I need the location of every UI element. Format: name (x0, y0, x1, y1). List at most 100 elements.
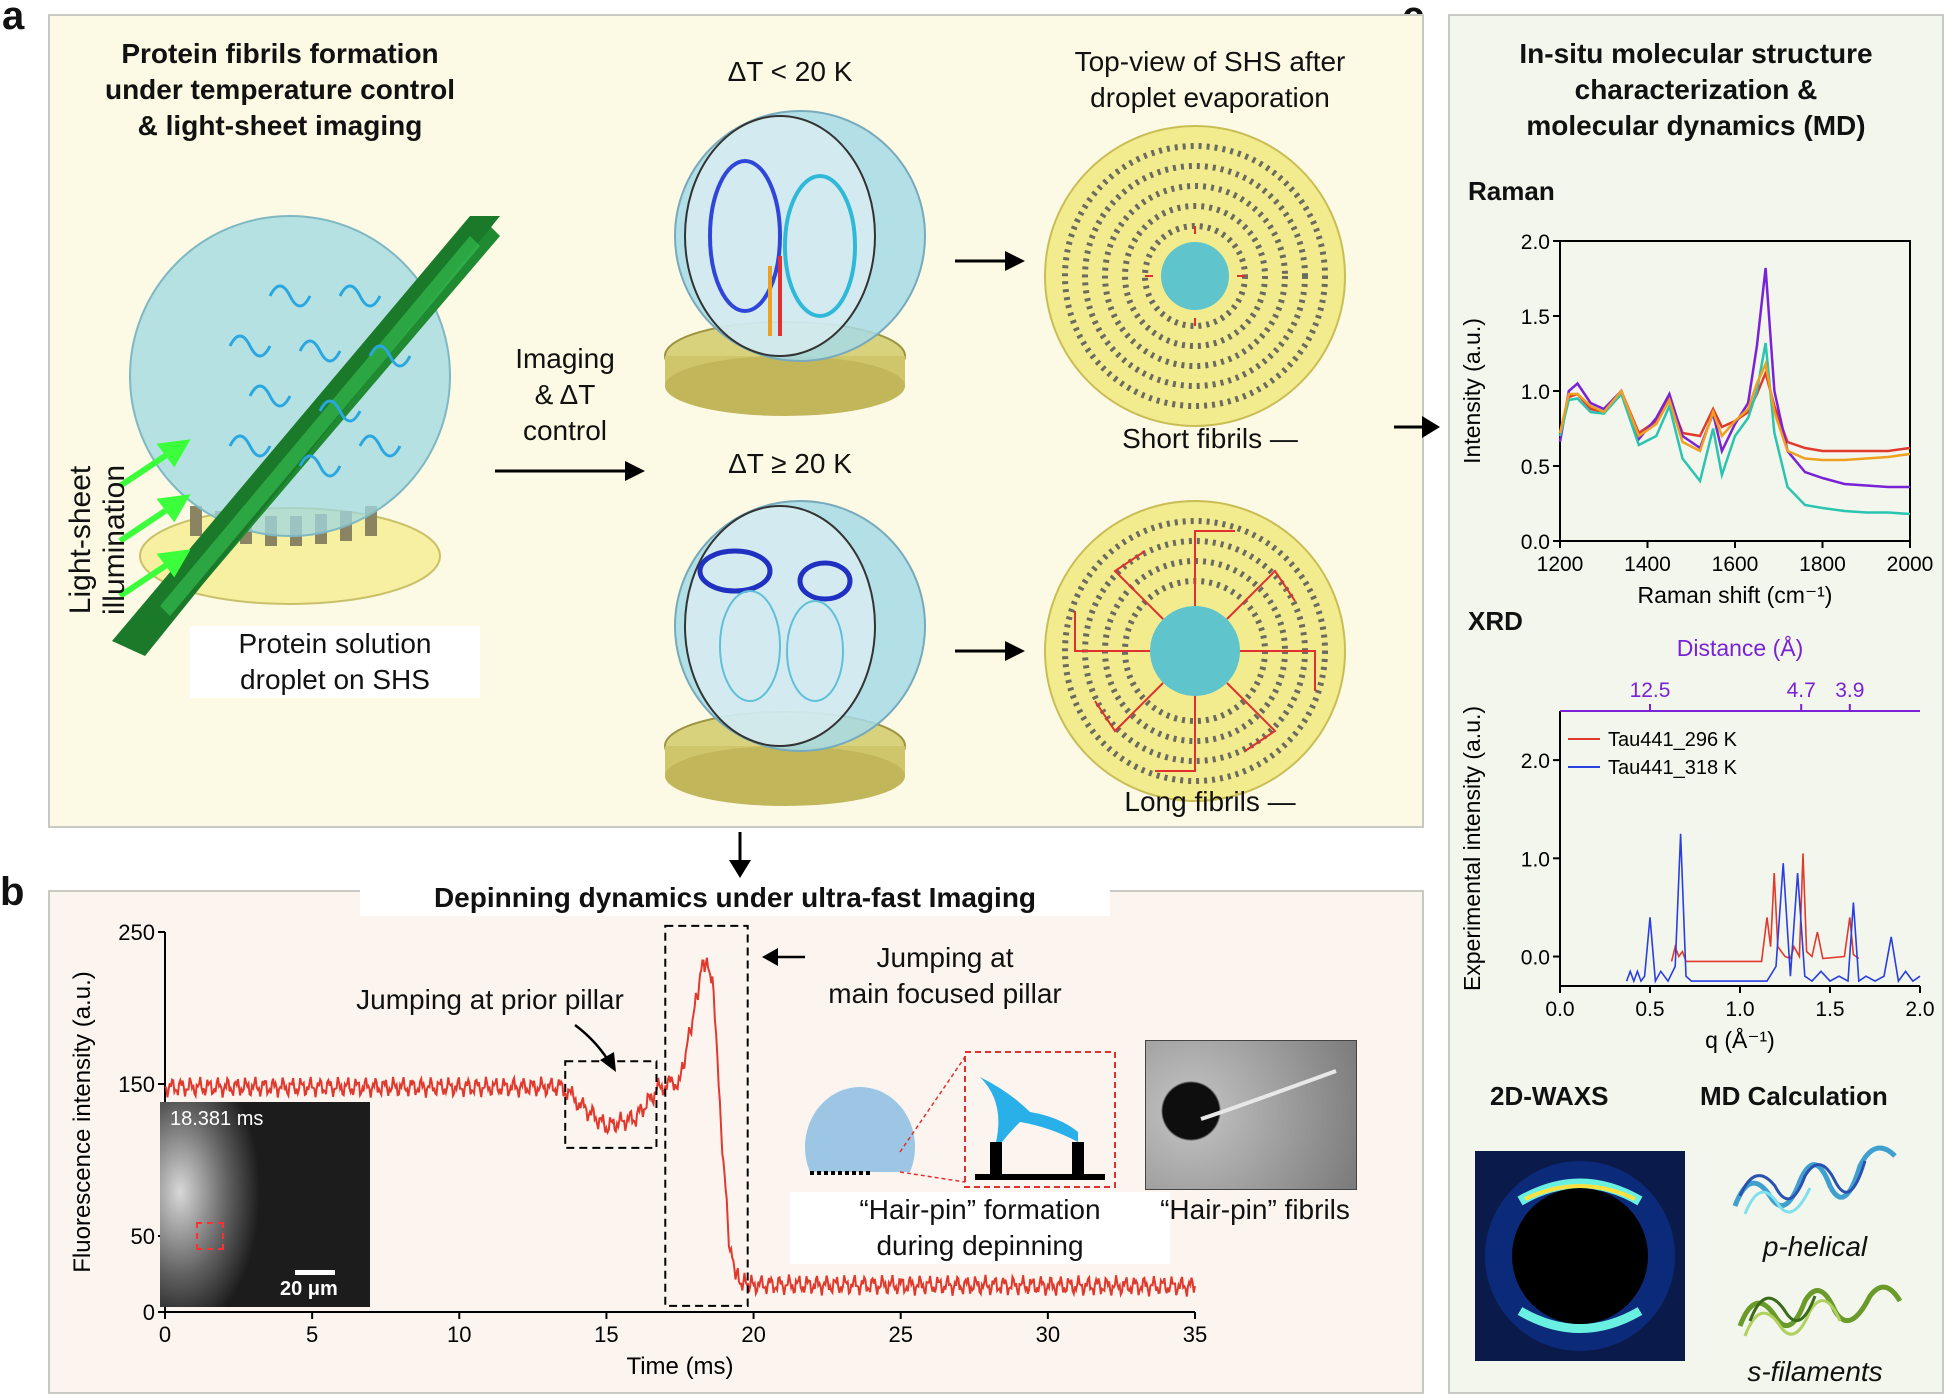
y-tick-label: 1.0 (1521, 848, 1550, 871)
x-tick-label: 10 (447, 1322, 471, 1347)
fluorescence-trace (164, 957, 1196, 1299)
y-tick-label: 1.0 (1521, 381, 1550, 404)
raman-series-3 (1558, 342, 1911, 516)
topview-long-fibrils (1044, 500, 1346, 802)
x-tick-label: 2.0 (1905, 998, 1934, 1021)
jump-main-arrow (762, 948, 805, 966)
top-tick-label: 3.9 (1835, 679, 1864, 702)
main-pillar-box (664, 924, 749, 1307)
panel-a: Protein fibrils formation under temperat… (48, 14, 1424, 828)
inset-micrograph: 18.381 ms 20 μm (160, 1102, 370, 1307)
s-filaments-label: s-filaments (1747, 1356, 1883, 1387)
panel-letter-a: a (2, 0, 25, 38)
raman-heading: Raman (1468, 176, 1555, 206)
y-tick-label: 0.0 (1521, 531, 1550, 554)
y-tick-label: 0.0 (1521, 947, 1550, 970)
x-tick-label: 1200 (1537, 553, 1584, 576)
x-axis-label: q (Å⁻¹) (1705, 1026, 1775, 1053)
p-helical-structure (1732, 1145, 1897, 1215)
x-tick-label: 1.5 (1815, 998, 1844, 1021)
x-tick-label: 5 (306, 1322, 318, 1347)
topview-short-fibrils (1044, 125, 1346, 427)
hairpin-fibrils-label: “Hair-pin” fibrils (1160, 1194, 1350, 1225)
x-tick-label: 15 (594, 1322, 618, 1347)
waxs-pattern (1475, 1151, 1685, 1361)
legend-label-1: Tau441_296 K (1608, 729, 1738, 751)
x-tick-label: 0.5 (1635, 998, 1664, 1021)
x-tick-label: 1800 (1799, 553, 1846, 576)
x-tick-label: 1600 (1712, 553, 1759, 576)
sem-hairpin-image (1145, 1040, 1357, 1190)
flow-droplet-low (664, 110, 926, 416)
y-tick-label: 0 (143, 1300, 155, 1325)
jump-prior-arrow (574, 1024, 616, 1072)
x-axis-label: Raman shift (cm⁻¹) (1638, 582, 1833, 608)
raman-series-2 (1558, 267, 1910, 489)
top-tick-label: 12.5 (1630, 679, 1671, 702)
dt-high-label: ΔT ≥ 20 K (728, 448, 852, 479)
x-tick-label: 2000 (1887, 553, 1934, 576)
arrow-a-to-c (1394, 416, 1440, 438)
y-tick-label: 50 (131, 1224, 155, 1249)
panel-c: In-situ molecular structure characteriza… (1448, 14, 1944, 1394)
waxs-heading: 2D-WAXS (1490, 1081, 1609, 1111)
xrd-series-2 (1625, 833, 1921, 984)
top-tick-label: 4.7 (1787, 679, 1816, 702)
x-tick-label: 25 (888, 1322, 912, 1347)
y-axis-label: Fluorescence intensity (a.u.) (69, 971, 96, 1272)
md-heading: MD Calculation (1700, 1081, 1888, 1111)
y-axis-label: Experimental intensity (a.u.) (1459, 706, 1485, 991)
droplet-caption: Protein solution droplet on SHS (190, 626, 480, 698)
arrow-to-short (955, 251, 1025, 271)
p-helical-label: p-helical (1762, 1231, 1868, 1262)
plot-frame (1559, 240, 1911, 542)
scale-bar (295, 1270, 335, 1275)
hairpin-formation-label: “Hair-pin” formation during depinning (790, 1192, 1170, 1264)
x-tick-label: 1.0 (1725, 998, 1754, 1021)
x-tick-label: 0.0 (1545, 998, 1574, 1021)
legend-label-2: Tau441_318 K (1608, 757, 1738, 779)
xrd-series-1 (1670, 853, 1860, 963)
jump-prior-label: Jumping at prior pillar (356, 984, 624, 1015)
panel-c-title: In-situ molecular structure characteriza… (1519, 38, 1873, 141)
x-tick-label: 1400 (1624, 553, 1671, 576)
long-fibrils-label: Long fibrils — (1124, 786, 1296, 817)
raman-series-4 (1558, 359, 1911, 462)
x-axis-label: Time (ms) (626, 1353, 733, 1380)
xrd-heading: XRD (1468, 606, 1523, 636)
dt-low-label: ΔT < 20 K (727, 56, 853, 87)
imaging-arrow (495, 461, 645, 481)
s-filaments-structure (1737, 1284, 1903, 1337)
y-tick-label: 0.5 (1521, 456, 1550, 479)
imaging-control-label: Imaging & ΔT control (515, 343, 615, 446)
x-tick-label: 0 (159, 1322, 171, 1347)
flow-droplet-high (664, 500, 926, 806)
y-tick-label: 2.0 (1521, 750, 1550, 773)
jump-main-label: Jumping at main focused pillar (828, 942, 1062, 1009)
y-tick-label: 2.0 (1521, 231, 1550, 254)
x-tick-label: 35 (1183, 1322, 1207, 1347)
light-sheet-label: Light-sheet illumination (64, 464, 131, 616)
y-axis-label: Intensity (a.u.) (1459, 318, 1485, 464)
hairpin-schematic (805, 1051, 1116, 1188)
panel-b: Depinning dynamics under ultra-fast Imag… (48, 880, 1424, 1394)
top-axis-label: Distance (Å) (1677, 634, 1804, 661)
arrow-a-to-b (729, 832, 751, 878)
xrd-chart: 0.0 0.5 1.0 1.5 2.0 0.0 1.0 2.0 q (Å⁻¹) Experimen… (1459, 634, 1935, 1053)
x-tick-label: 20 (741, 1322, 765, 1347)
y-tick-label: 1.5 (1521, 306, 1550, 329)
y-tick-label: 150 (118, 1072, 155, 1097)
y-tick-label: 250 (118, 920, 155, 945)
inset-time: 18.381 ms (170, 1108, 264, 1130)
x-tick-label: 30 (1036, 1322, 1060, 1347)
short-fibrils-label: Short fibrils — (1122, 423, 1298, 454)
droplet-illustration (112, 215, 500, 656)
panel-letter-b: b (0, 870, 25, 914)
arrow-to-long (955, 641, 1025, 661)
scale-bar-label: 20 μm (280, 1278, 338, 1300)
inset-roi-box (196, 1222, 224, 1250)
topview-title: Top-view of SHS after droplet evaporatio… (1074, 46, 1346, 113)
panel-b-title: Depinning dynamics under ultra-fast Imag… (360, 880, 1110, 916)
panel-a-title: Protein fibrils formation under temperat… (104, 38, 456, 141)
